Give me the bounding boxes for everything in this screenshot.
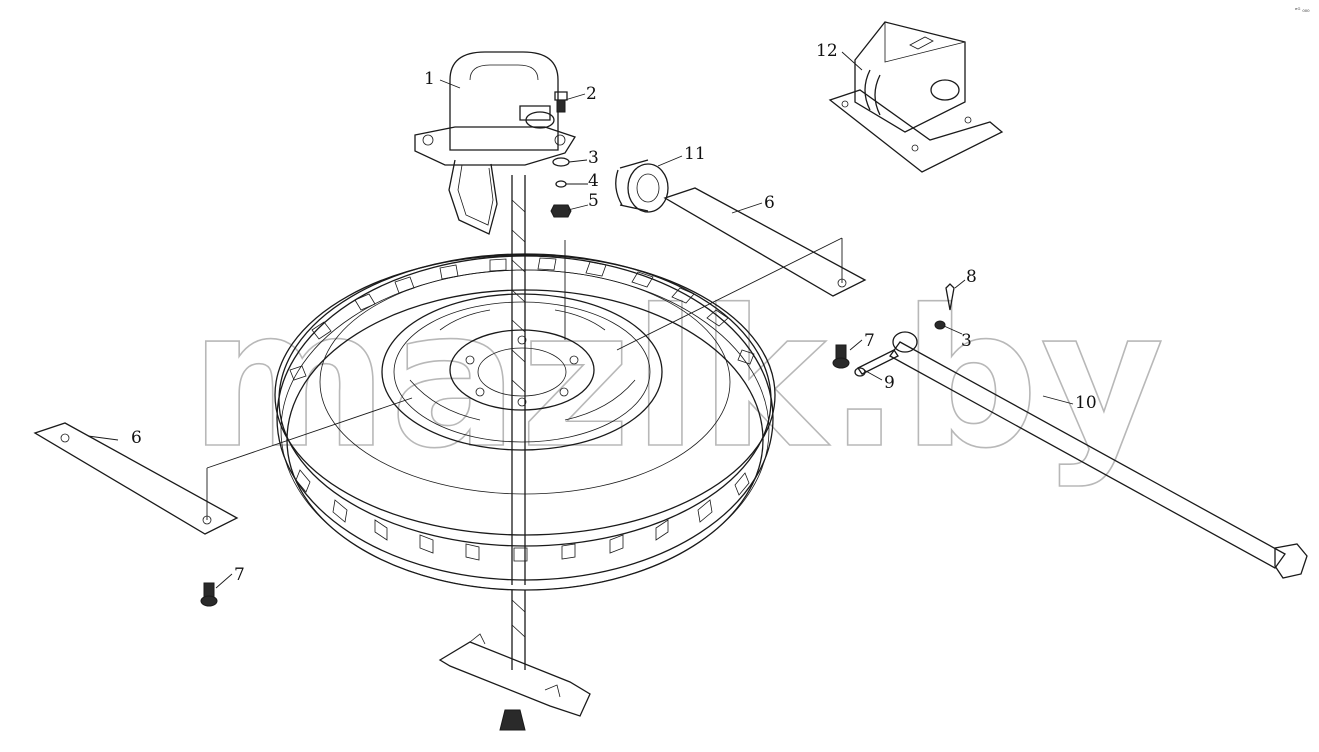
callout-8: 8 [966,267,977,287]
callout-7-right: 7 [864,331,875,351]
lock-washer-4 [555,180,567,188]
callout-4: 4 [588,171,599,191]
chain-loop [448,159,498,235]
strap-6-right [663,187,867,297]
callout-3: 3 [588,148,599,168]
callout-7-left: 7 [234,565,245,585]
washer-3 [552,157,570,167]
washer-3-right [934,320,946,330]
hanging-chain [511,175,526,670]
nut-5 [550,204,572,218]
pin-9 [854,349,899,377]
callout-labels: 1 2 3 4 5 11 6 6 7 7 8 3 9 10 12 [131,41,1097,585]
callout-1: 1 [424,69,435,89]
mount-bracket-12 [828,21,1004,173]
callout-11: 11 [684,144,706,164]
callout-2: 2 [586,84,597,104]
handle-rod-10 [889,331,1308,579]
callout-6-left: 6 [131,428,142,448]
bolt-2 [554,91,568,113]
bolt-7-left [200,582,218,607]
bolt-7-right [832,344,850,369]
callout-6-right: 6 [764,193,775,213]
callout-10: 10 [1075,393,1097,413]
callout-9: 9 [884,373,895,393]
callout-3-right: 3 [961,331,972,351]
carrier-bracket [414,51,576,166]
corner-mark: ᵉᴳ ₀₀₀ [1295,7,1310,14]
callout-5: 5 [588,191,599,211]
callout-12: 12 [816,41,838,61]
hook-plate [438,633,591,731]
bushing-11 [615,159,669,213]
cotter-pin-8 [945,283,955,311]
leader-lines [87,51,1074,589]
strap-6-left [33,422,239,535]
